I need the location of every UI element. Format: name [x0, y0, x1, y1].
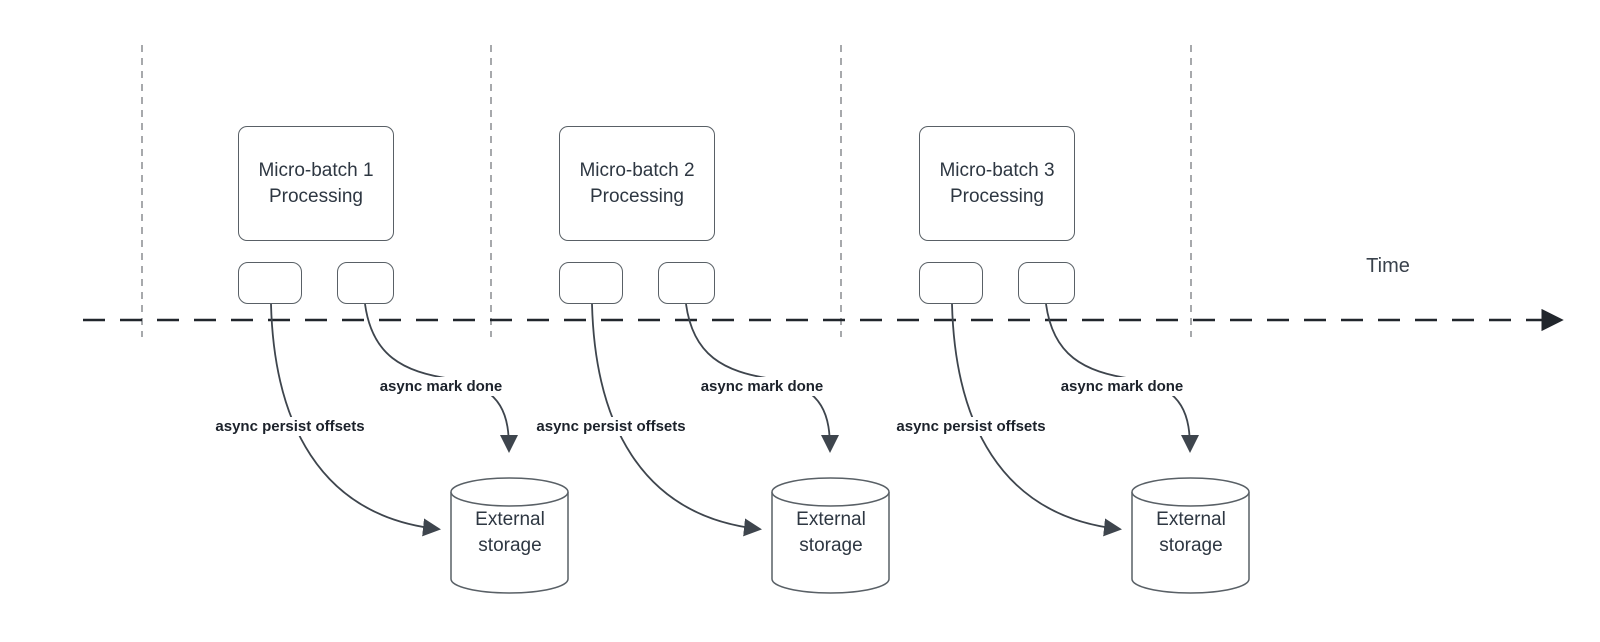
persist-offsets-task-box — [919, 262, 983, 304]
group-2-shapes — [591, 303, 890, 594]
mark-done-task-box — [658, 262, 715, 304]
mark-done-task-box — [337, 262, 394, 304]
persist-offsets-arrow — [270, 303, 441, 537]
external-storage-cylinder-body — [1131, 492, 1250, 594]
persist-offsets-label: async persist offsets — [533, 417, 689, 436]
external-storage-cylinder-top — [1131, 477, 1250, 507]
external-storage-cylinder-body — [450, 492, 569, 594]
persist-offsets-task-box — [559, 262, 623, 304]
persist-offsets-label: async persist offsets — [212, 417, 368, 436]
mark-done-label: async mark done — [1057, 377, 1187, 396]
micro-batch-3-box: Micro-batch 3 Processing — [919, 126, 1075, 241]
external-storage-label: External storage — [1156, 509, 1226, 556]
persist-offsets-label: async persist offsets — [893, 417, 1049, 436]
external-storage-cylinder-top — [771, 477, 890, 507]
micro-batch-1-box: Micro-batch 1 Processing — [238, 126, 394, 241]
mark-done-task-box — [1018, 262, 1075, 304]
group-3-shapes — [951, 303, 1250, 594]
micro-batch-2-box: Micro-batch 2 Processing — [559, 126, 715, 241]
mark-done-label: async mark done — [376, 377, 506, 396]
external-storage-cylinder-top — [450, 477, 569, 507]
persist-offsets-arrow — [951, 303, 1122, 537]
persist-offsets-arrow — [591, 303, 762, 537]
external-storage-cylinder-body — [771, 492, 890, 594]
mark-done-label: async mark done — [697, 377, 827, 396]
persist-offsets-task-box — [238, 262, 302, 304]
time-axis-label: Time — [1366, 255, 1410, 277]
external-storage-label: External storage — [475, 509, 545, 556]
external-storage-label: External storage — [796, 509, 866, 556]
group-1-shapes — [270, 303, 569, 594]
